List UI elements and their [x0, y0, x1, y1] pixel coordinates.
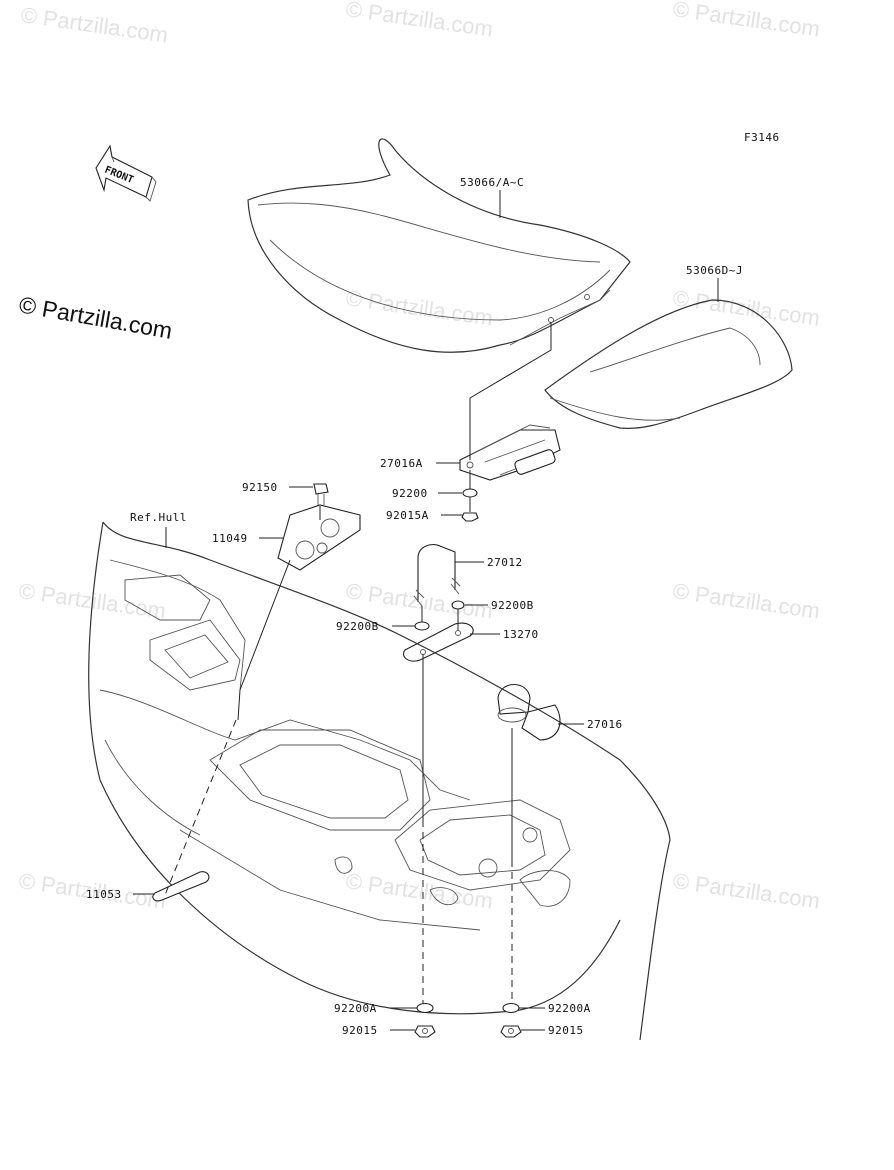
label-strap: 11053 [86, 888, 122, 901]
watermark: © Partzilla.com [671, 578, 821, 623]
hull-illustration [88, 521, 671, 1041]
hook-27016-illustration [497, 684, 561, 741]
rear-seat-illustration [544, 299, 793, 429]
label-nut-92015a: 92015A [386, 509, 429, 522]
washer-92200a-left-illustration [416, 1002, 434, 1014]
washer-92200b-right-illustration [451, 600, 465, 610]
front-arrow-icon: FRONT [95, 144, 157, 202]
nut-92015a-illustration [461, 512, 479, 522]
strap-11053-illustration [152, 871, 210, 902]
washer-92200a-right-illustration [502, 1002, 520, 1014]
label-latch: 27016A [380, 457, 423, 470]
watermark: © Partzilla.com [19, 2, 169, 47]
seat-latch-illustration [459, 424, 561, 481]
watermark: © Partzilla.com [344, 0, 494, 42]
washer-92200b-left-illustration [414, 621, 430, 631]
label-bolt: 92150 [242, 481, 278, 494]
label-ref-hull: Ref.Hull [130, 511, 187, 524]
label-hook: 27016 [587, 718, 623, 731]
leader-lines [133, 190, 719, 1031]
front-seat-illustration [247, 138, 631, 353]
label-washer-b-right: 92200B [491, 599, 534, 612]
watermark: © Partzilla.com [671, 868, 821, 913]
label-nut-left: 92015 [342, 1024, 378, 1037]
figure-code: F3146 [744, 131, 780, 144]
washer-92200-illustration [462, 488, 478, 498]
watermark: © Partzilla.com [344, 868, 494, 913]
label-washer-a-right: 92200A [548, 1002, 591, 1015]
label-washer-a-left: 92200A [334, 1002, 377, 1015]
nut-92015-left-illustration [414, 1025, 436, 1038]
label-seat-rear: 53066D~J [686, 264, 743, 277]
label-ubolt: 27012 [487, 556, 523, 569]
bolt-92150-illustration [313, 483, 329, 506]
part-labels: 53066/A~C 53066D~J 27016A 92200 92015A 9… [86, 176, 743, 1037]
label-nut-right: 92015 [548, 1024, 584, 1037]
nut-92015-right-illustration [500, 1025, 522, 1038]
label-washer-92200: 92200 [392, 487, 428, 500]
bracket-11049-illustration [277, 504, 361, 571]
label-bracket: 11049 [212, 532, 248, 545]
assembly-lines [164, 322, 552, 1004]
u-bolt-27012-illustration [413, 543, 461, 607]
watermark: © Partzilla.com [344, 285, 494, 330]
label-seat-front: 53066/A~C [460, 176, 524, 189]
label-washer-b-left: 92200B [336, 620, 379, 633]
copyright-notice: © Partzilla.com [17, 291, 174, 344]
label-plate: 13270 [503, 628, 539, 641]
plate-13270-illustration [402, 622, 474, 662]
watermark: © Partzilla.com [671, 0, 821, 42]
